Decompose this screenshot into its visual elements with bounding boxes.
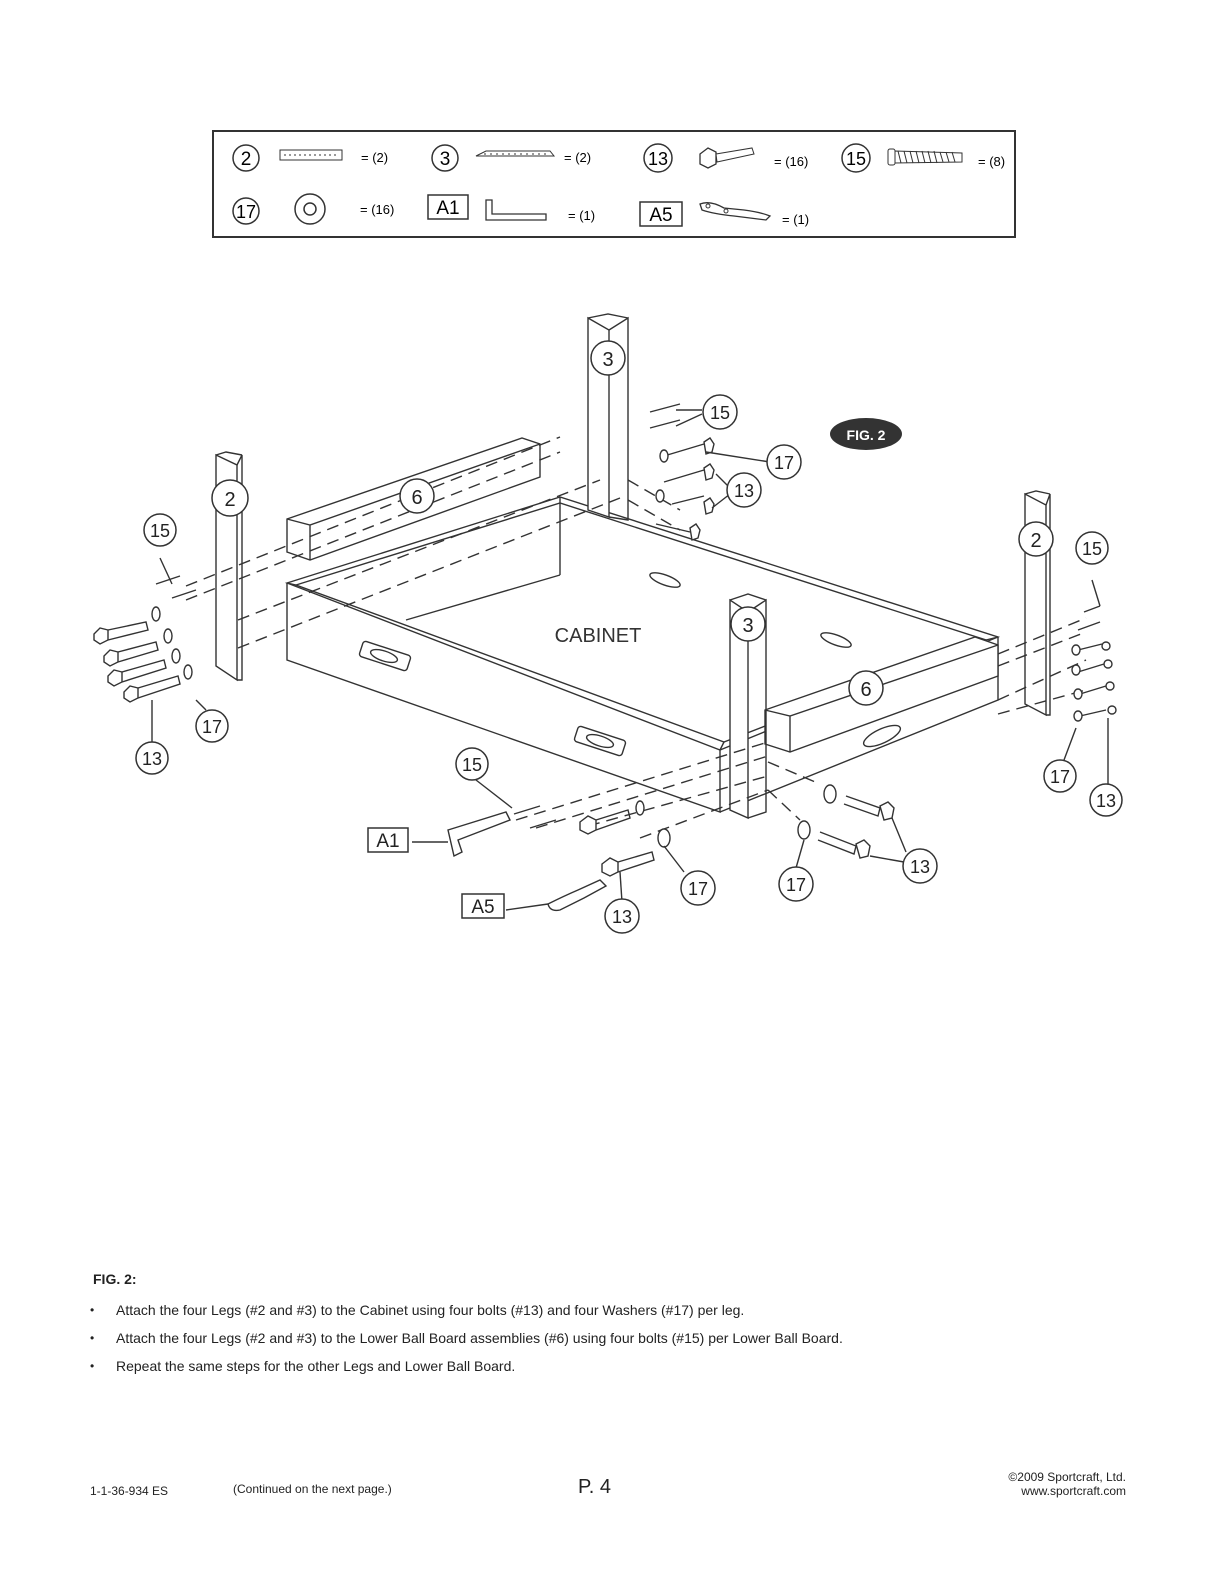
legend-item-17: 17 = (16) — [232, 193, 394, 225]
instruction-step: Attach the four Legs (#2 and #3) to the … — [90, 1296, 843, 1324]
hardware-left — [93, 575, 197, 703]
copyright-text: ©2009 Sportcraft, Ltd. — [1008, 1470, 1126, 1484]
callout-A5: A5 — [471, 897, 494, 918]
hardware-right — [1071, 605, 1117, 722]
continued-note: (Continued on the next page.) — [233, 1482, 392, 1496]
callout-3: 3 — [602, 349, 613, 371]
wrench — [547, 879, 608, 912]
assembly-diagram: FIG. 2 CABINET — [0, 250, 1224, 970]
legend-qty: = (2) — [361, 150, 388, 165]
legend-qty: = (8) — [978, 154, 1005, 169]
hardware-front — [513, 784, 895, 877]
callout-13: 13 — [1096, 791, 1116, 811]
legend-part-number: 13 — [648, 149, 668, 169]
washer-icon — [294, 193, 326, 225]
cabinet-label: CABINET — [555, 625, 642, 647]
legend-item-3: 3 = (2) — [431, 144, 591, 172]
callout-17: 17 — [1050, 767, 1070, 787]
callout-15: 15 — [710, 403, 730, 423]
instructions-heading: FIG. 2: — [93, 1271, 137, 1287]
callout-6: 6 — [860, 679, 871, 701]
callout-15: 15 — [150, 521, 170, 541]
screw-icon — [887, 148, 896, 166]
callout-15: 15 — [1082, 539, 1102, 559]
legend-qty: = (1) — [568, 208, 595, 223]
figure-badge-label: FIG. 2 — [847, 427, 886, 443]
alignment-lines — [185, 436, 1087, 839]
callout-17: 17 — [688, 879, 708, 899]
instruction-step: Repeat the same steps for the other Legs… — [90, 1352, 843, 1380]
callout-3: 3 — [742, 615, 753, 637]
document-number: 1-1-36-934 ES — [90, 1484, 169, 1498]
callout-17: 17 — [774, 453, 794, 473]
callout-13: 13 — [734, 481, 754, 501]
callout-13: 13 — [910, 857, 930, 877]
legend-item-15: 15 = (8) — [841, 143, 1005, 173]
legend-part-number: 2 — [241, 149, 252, 170]
legend-qty: = (2) — [564, 150, 591, 165]
legend-part-number: 15 — [846, 149, 866, 169]
callout-15: 15 — [462, 755, 482, 775]
hex-key-icon — [485, 199, 547, 221]
legend-qty: = (16) — [774, 154, 808, 169]
callout-2: 2 — [224, 489, 235, 511]
page-number: P. 4 — [578, 1476, 611, 1498]
copyright-block: ©2009 Sportcraft, Ltd. www.sportcraft.co… — [1008, 1470, 1126, 1498]
leader-lines — [151, 409, 1109, 911]
parts-legend: 2 = (2) 3 = (2) 13 = (16) 15 = (8) — [212, 130, 1016, 238]
figure-badge: FIG. 2 — [830, 418, 902, 450]
instruction-step: Attach the four Legs (#2 and #3) to the … — [90, 1324, 843, 1352]
legend-qty: = (16) — [360, 202, 394, 217]
cabinet — [284, 496, 1001, 813]
callout-6: 6 — [411, 487, 422, 509]
hex-key — [447, 811, 511, 858]
wrench-icon — [699, 202, 772, 221]
legend-item-A1: A1 = (1) — [427, 194, 595, 223]
callout-2: 2 — [1030, 530, 1041, 552]
instruction-list: Attach the four Legs (#2 and #3) to the … — [90, 1296, 843, 1380]
parts-legend-drawing: 2 = (2) 3 = (2) 13 = (16) 15 = (8) — [232, 143, 1005, 227]
callout-13: 13 — [142, 749, 162, 769]
legend-item-A5: A5 = (1) — [639, 201, 809, 227]
website-link[interactable]: www.sportcraft.com — [1021, 1484, 1126, 1498]
callout-17: 17 — [202, 717, 222, 737]
legend-part-number: 17 — [236, 202, 256, 222]
callout-13: 13 — [612, 907, 632, 927]
legend-item-2: 2 = (2) — [232, 144, 388, 172]
hardware-back — [649, 403, 715, 541]
callout-17: 17 — [786, 875, 806, 895]
legend-part-number: A1 — [436, 198, 459, 219]
assembly-drawing: FIG. 2 CABINET — [93, 313, 1123, 934]
legend-part-number: A5 — [649, 205, 672, 226]
legend-part-number: 3 — [440, 149, 451, 170]
legend-qty: = (1) — [782, 212, 809, 227]
bolt-icon — [699, 147, 717, 169]
legend-item-13: 13 = (16) — [643, 143, 808, 173]
callout-A1: A1 — [376, 831, 399, 852]
